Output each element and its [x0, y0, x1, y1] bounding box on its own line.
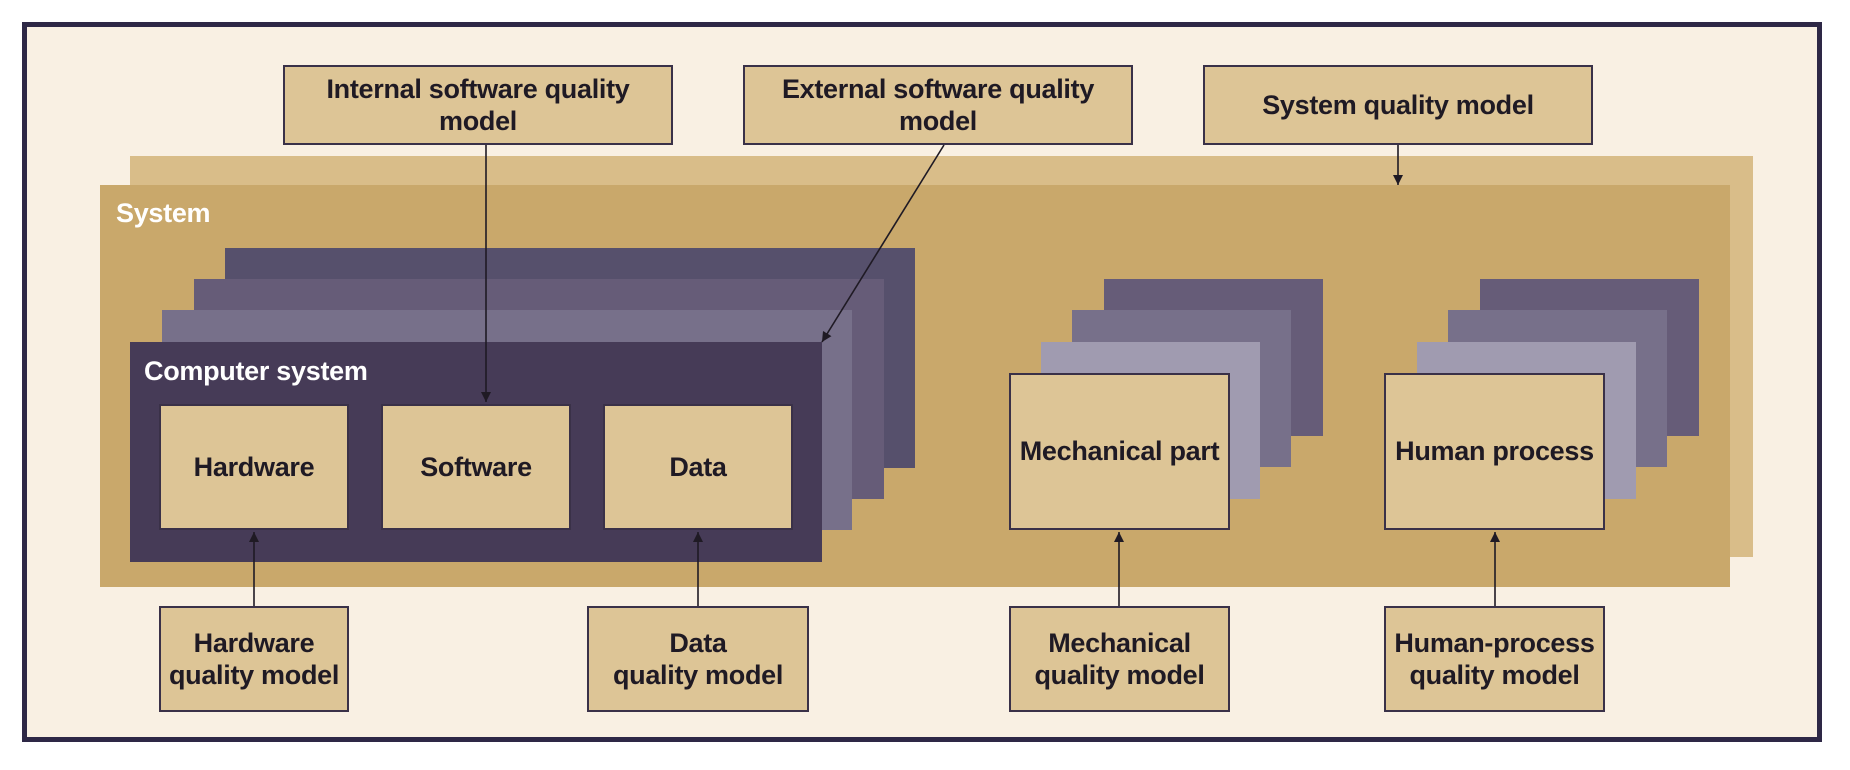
human-process-box: Human process [1384, 373, 1605, 530]
human-process-quality-model: Human-process quality model [1384, 606, 1605, 712]
human-process-quality-model-line1: Human-process [1394, 627, 1595, 658]
hardware-quality-model-line1: Hardware [193, 627, 315, 658]
software-box: Software [381, 404, 571, 530]
hardware-quality-model-line2: quality model [168, 660, 340, 690]
mechanical-part-box: Mechanical part [1009, 373, 1230, 530]
hardware-box: Hardware [159, 404, 349, 530]
mechanical-quality-model-line2: quality model [1034, 660, 1205, 690]
system-label: System [116, 198, 211, 228]
internal-software-quality-model: Internal software quality model [283, 65, 673, 145]
human-process-quality-model-line2: quality model [1409, 660, 1580, 690]
system-quality-model: System quality model [1203, 65, 1593, 145]
hardware-quality-model: Hardware quality model [159, 606, 349, 712]
external-software-quality-model: External software quality model [743, 65, 1133, 145]
data-box: Data [603, 404, 793, 530]
data-quality-model-line1: Data [669, 627, 727, 658]
data-quality-model: Data quality model [587, 606, 809, 712]
mechanical-quality-model: Mechanical quality model [1009, 606, 1230, 712]
mechanical-quality-model-line1: Mechanical [1048, 627, 1191, 658]
computer-system-label: Computer system [144, 356, 368, 386]
data-quality-model-line2: quality model [612, 660, 784, 690]
